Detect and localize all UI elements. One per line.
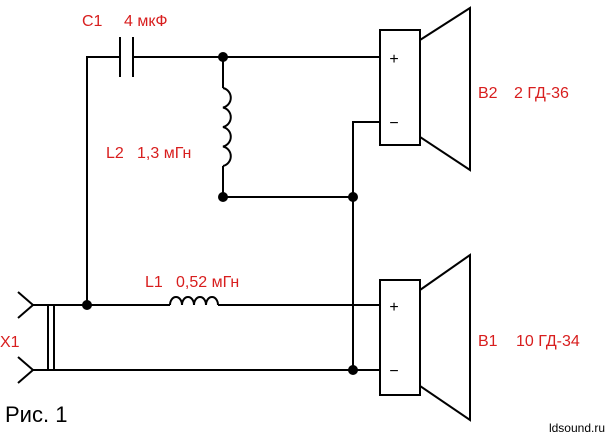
- b2-plus-terminal: +: [389, 51, 398, 68]
- l1-value: 0,52 мГн: [176, 274, 239, 291]
- b1-label: B1: [478, 333, 498, 350]
- b2-value: 2 ГД-36: [514, 85, 569, 102]
- wire-middle: [223, 121, 380, 370]
- b2-label: B2: [478, 85, 498, 102]
- c1-value: 4 мкФ: [124, 13, 168, 30]
- junction-dot: [218, 52, 228, 62]
- speaker-b2-icon: [379, 6, 471, 172]
- speaker-b1-icon: [379, 253, 471, 422]
- junction-dot: [348, 192, 358, 202]
- inductor-l1: [169, 296, 219, 306]
- capacitor-c1: [119, 37, 134, 77]
- watermark: ldsound.ru: [549, 421, 605, 435]
- figure-caption: Рис. 1: [5, 402, 67, 427]
- junction-dot: [348, 365, 358, 375]
- junction-dot: [82, 300, 92, 310]
- l2-value: 1,3 мГн: [137, 145, 191, 162]
- l2-label: L2: [106, 145, 124, 162]
- inductor-l2: [222, 87, 232, 167]
- b1-plus-terminal: +: [389, 299, 398, 316]
- b1-value: 10 ГД-34: [516, 333, 580, 350]
- l1-label: L1: [145, 274, 163, 291]
- junction-dot: [218, 192, 228, 202]
- x1-label: X1: [0, 334, 20, 351]
- c1-label: C1: [82, 13, 103, 30]
- b1-minus-terminal: −: [389, 363, 398, 380]
- wire-top-left: [86, 56, 120, 305]
- b2-minus-terminal: −: [389, 115, 398, 132]
- connector-x1: [17, 291, 55, 384]
